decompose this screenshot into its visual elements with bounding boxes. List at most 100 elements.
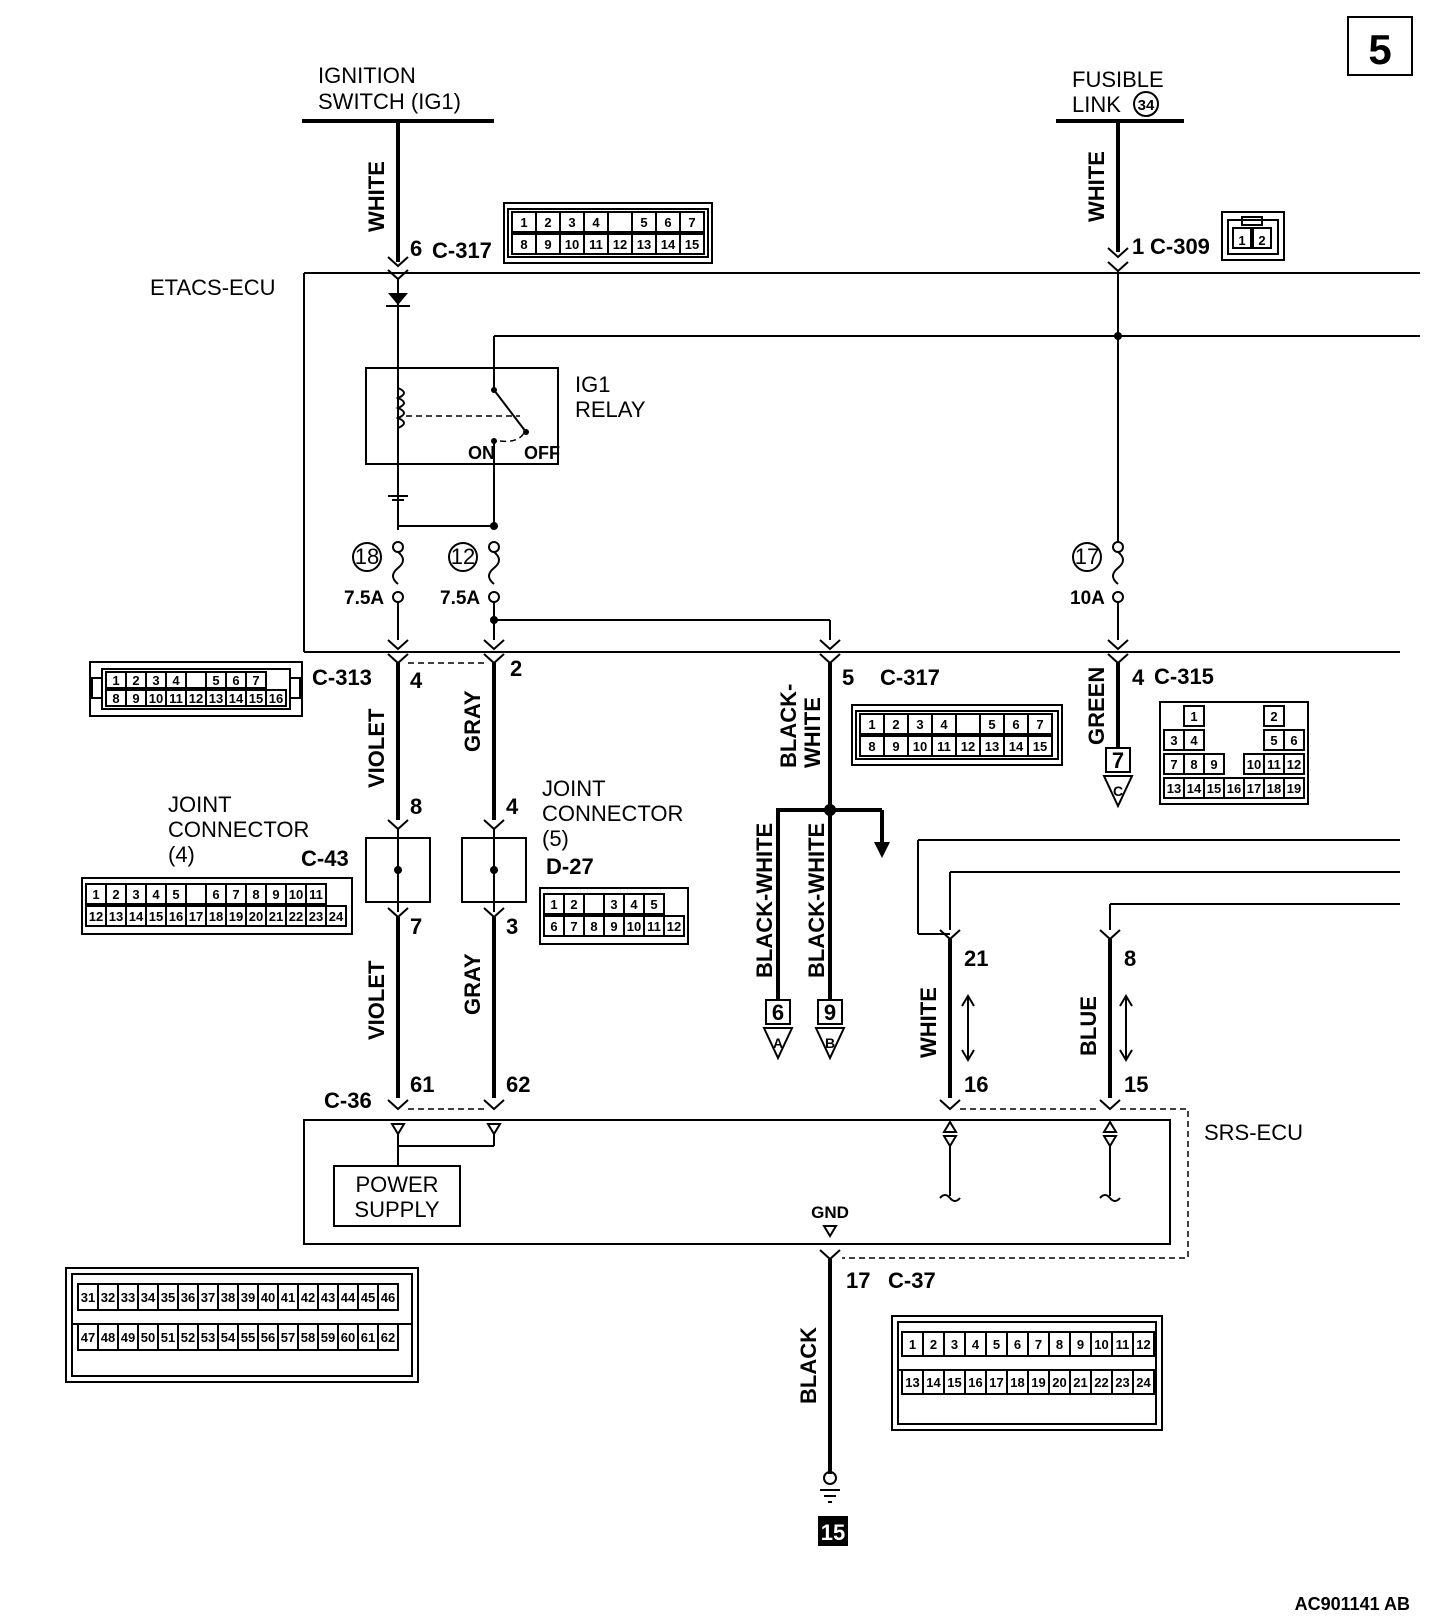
d27-pin-3: 3 [506,914,518,939]
connector-pin-cell [325,905,347,927]
d27-name: D-27 [546,854,594,879]
connector-pin-label: 12 [961,739,975,754]
ground-point [823,1471,837,1485]
connector-pin-label: 14 [926,1375,941,1390]
connector-pin-label: 20 [1052,1375,1066,1390]
joint-connector-4-label-3: (4) [168,842,195,867]
connector-pin-label: 8 [112,691,119,706]
srs-comm-pin-8: 8 [1124,946,1136,971]
connector-pin-label: 4 [1190,733,1198,748]
connector-pin-label: 12 [89,909,103,924]
c36-terminal-16 [939,1099,961,1111]
connector-pin-label: 16 [269,691,283,706]
ig1-relay-label-1: IG1 [575,372,610,397]
ground-number: 15 [821,1520,845,1545]
c309-pin-2: 2 [1258,233,1265,248]
connector-pin-label: 4 [152,887,160,902]
connector-pin-label: 12 [189,691,203,706]
connector-pin-cell [1132,1369,1155,1395]
connector-pin-label: 38 [221,1290,235,1305]
connector-pin-label: 18 [1267,781,1281,796]
connector-pin-label: 11 [647,919,661,934]
connector-pin-label: 32 [101,1290,115,1305]
connector-pin-label: 35 [161,1290,175,1305]
srs-comm-break-2 [1099,1194,1121,1202]
connector-pin-label: 8 [590,919,597,934]
connector-pin-label: 13 [637,237,651,252]
wire-label-green: GREEN [1084,667,1109,745]
connector-pin-label: 6 [232,673,239,688]
c317-top-pin: 6 [410,236,422,261]
c309-face [1221,211,1285,261]
connector-pin-cell [679,211,705,233]
fuse-18-rating: 7.5A [344,588,384,609]
connector-pin-cell [305,883,327,905]
connector-pin-label: 49 [121,1330,135,1345]
connector-pin-cell [245,671,267,689]
c315-name: C-315 [1154,664,1214,689]
figure-code: AC901141 AB [1295,1594,1410,1614]
srs-ecu-box [303,1119,1171,1245]
fusible-link-number-circle [1133,91,1159,117]
d27-pin-4: 4 [506,794,519,819]
connector-pin-label: 7 [232,887,239,902]
connector-pin-label: 59 [321,1330,335,1345]
connector-pin-label: 7 [1036,717,1043,732]
connector-pin-label: 2 [132,673,139,688]
connector-pin-label: 2 [892,717,899,732]
connector-pin-label: 2 [570,897,577,912]
c36-c37-dashed-link [408,1108,1189,1259]
connector-pin-label: 12 [1136,1337,1150,1352]
connector-pin-label: 24 [329,909,344,924]
connector-pin-cell [1183,705,1205,727]
connector-pin-label: 10 [1094,1337,1108,1352]
wire-label-black-gnd: BLACK [796,1327,821,1404]
connector-pin-label: 2 [1270,709,1277,724]
power-supply-label-1: POWER [355,1172,438,1197]
connector-pin-label: 22 [1094,1375,1108,1390]
wire-label-black-white-a: BLACK-WHITE [752,823,777,978]
srs-comm-io-icon-2 [1102,1120,1118,1148]
c36-terminal-15 [1099,1099,1121,1111]
connector-pin-cell [377,1283,399,1311]
connector-pin-cell [955,713,981,735]
connector-pin-label: 31 [81,1290,95,1305]
c36-terminal-62 [483,1099,505,1111]
ground-number-box [818,1516,848,1546]
c36-pin-61: 61 [410,1072,434,1097]
offpage-a-letter: A [773,1035,783,1051]
connector-pin-label: 11 [1116,1337,1130,1352]
connector-pin-label: 1 [550,897,557,912]
connector-pin-label: 58 [301,1330,315,1345]
connector-pin-label: 13 [109,909,123,924]
connector-pin-label: 9 [544,237,551,252]
connector-pin-label: 17 [1247,781,1261,796]
connector-pin-label: 57 [281,1330,295,1345]
connector-pin-label: 8 [252,887,259,902]
offpage-b-triangle [814,1027,846,1061]
connector-pin-label: 5 [993,1337,1000,1352]
offpage-b-number: 9 [824,1000,836,1025]
connector-pin-label: 39 [241,1290,255,1305]
c37-pin: 17 [846,1268,870,1293]
connector-pin-label: 21 [269,909,283,924]
connector-pin-label: 1 [1190,709,1197,724]
connector-pin-label: 9 [272,887,279,902]
connector-pin-label: 6 [1290,733,1297,748]
connector-pin-label: 19 [1031,1375,1045,1390]
connector-pin-label: 1 [868,717,875,732]
connector-pin-label: 9 [610,919,617,934]
connector-pin-label: 46 [381,1290,395,1305]
c309-pin-1: 1 [1238,233,1245,248]
connector-pin-label: 15 [1207,781,1221,796]
connector-pin-cell [663,915,685,937]
wire-label-black-white-b: BLACK-WHITE [804,823,829,978]
offpage-c-number: 7 [1112,748,1124,773]
wire-label-violet-2: VIOLET [364,960,389,1040]
connector-pin-label: 19 [229,909,243,924]
page-number-box [1347,16,1413,76]
connector-pin-cell [1263,705,1285,727]
connector-pin-cell [1027,735,1053,757]
